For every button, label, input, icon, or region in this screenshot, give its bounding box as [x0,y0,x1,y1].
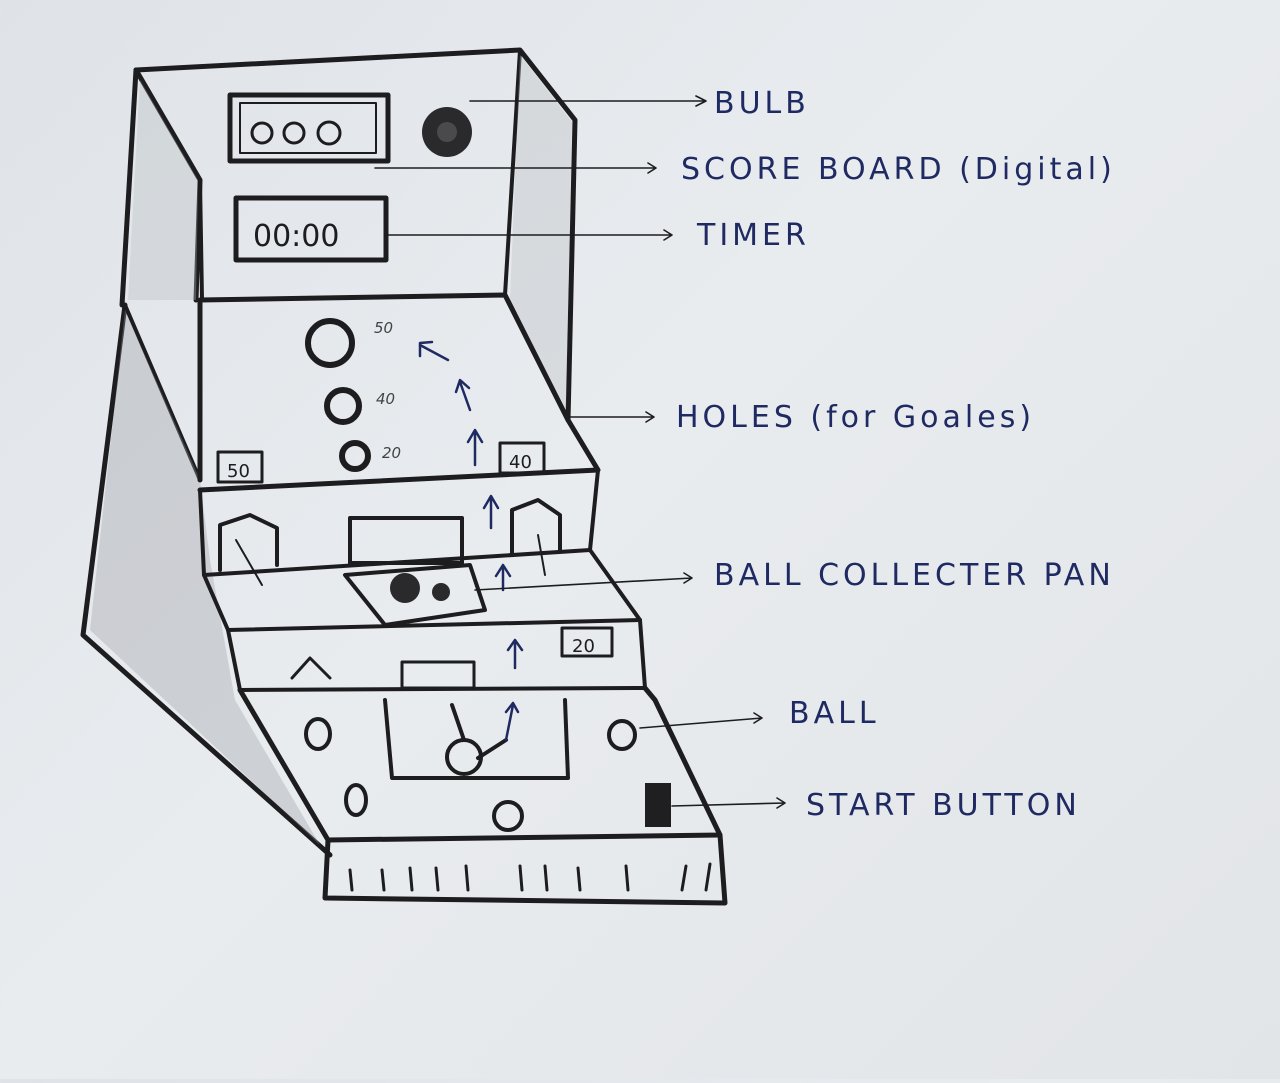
ball [304,717,332,751]
ball-path-arrows [418,340,524,742]
front-base [322,832,728,906]
play-field: 50 40 20 50 40 [197,292,601,493]
start-button [645,783,671,827]
timer-value: 00:00 [253,219,339,254]
hole-points-50: 50 [374,319,393,337]
label-ball-collector-pan: BALL COLLECTER PAN [714,558,1115,593]
hole-points-20: 20 [382,444,401,462]
launcher-base [237,685,723,843]
hole-points-40: 40 [376,390,395,408]
ball [607,719,637,751]
label-score-board: SCORE BOARD (Digital) [681,152,1116,187]
lower-tier: 20 [226,618,647,692]
side-box-left-value: 50 [227,461,250,482]
hole-40 [324,387,362,425]
ball [492,800,524,832]
label-ball: BALL [789,696,880,731]
label-start-button: START BUTTON [806,788,1081,823]
timer-display: 00:00 [233,195,389,263]
middle-tier [198,468,600,586]
label-bulb: BULB [714,86,810,121]
leader-arrows [374,95,786,809]
side-box-right-value: 40 [509,452,532,473]
label-timer: TIMER [697,218,810,253]
ball-collector-pan [202,548,642,632]
score-board-display [227,92,391,164]
hole-20 [339,440,371,472]
lower-box-right-value: 20 [572,636,595,657]
label-holes: HOLES (for Goales) [676,400,1036,435]
ball [344,783,368,817]
hole-50 [305,318,355,368]
